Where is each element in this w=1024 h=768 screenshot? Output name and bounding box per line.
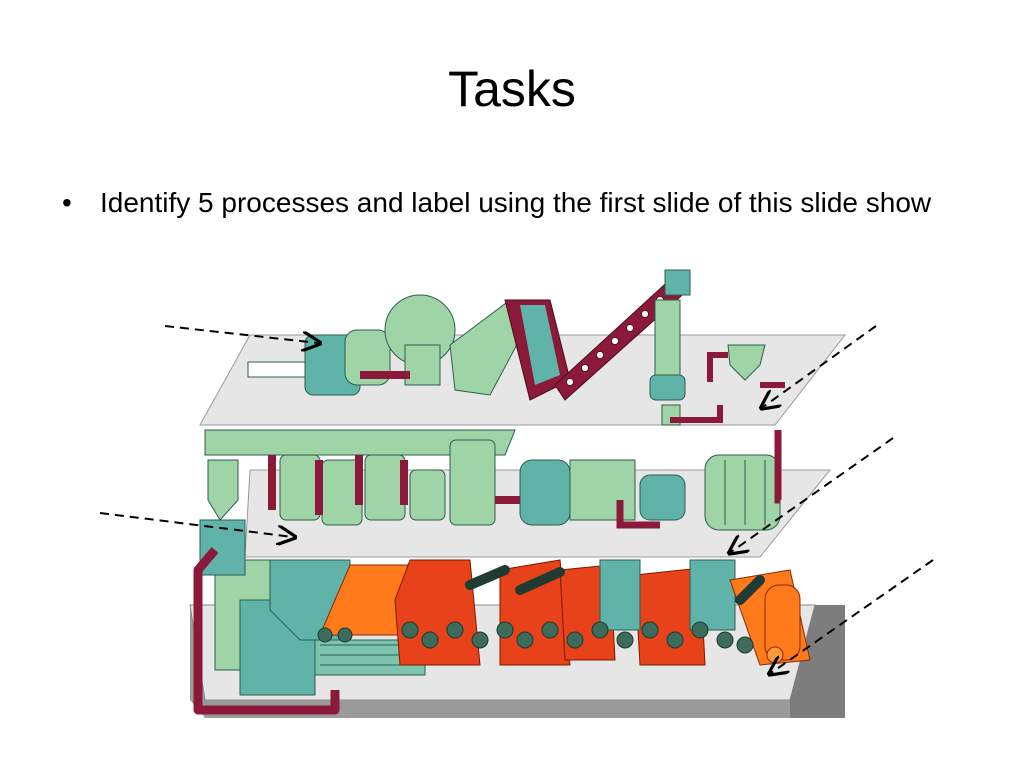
bottom-machinery — [214, 559, 811, 696]
bullet-text: Identify 5 processes and label using the… — [100, 187, 932, 218]
arrow-top-right — [763, 325, 877, 407]
riser-pipe — [193, 547, 340, 715]
arrow-middle-right — [731, 437, 894, 552]
label-arrows — [99, 325, 934, 673]
arrow-middle-left — [99, 512, 293, 537]
bullet-symbol: • — [62, 187, 72, 218]
slide-title: Tasks — [448, 61, 576, 117]
arrow-bottom-right — [771, 559, 934, 673]
arrow-top-left — [164, 325, 318, 343]
